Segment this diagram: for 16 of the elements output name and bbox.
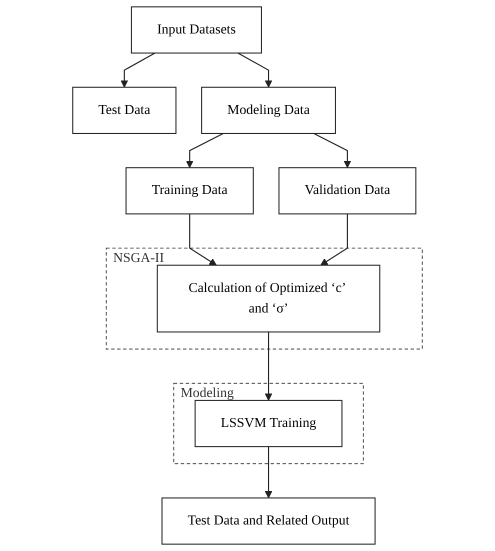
node-box: Modeling Data: [201, 86, 336, 134]
arrow: [314, 132, 352, 168]
node-box: Input Datasets: [130, 6, 262, 54]
arrow: [186, 132, 224, 168]
arrow: [189, 214, 217, 266]
node-box: Validation Data: [278, 167, 416, 214]
arrow: [264, 446, 272, 498]
node-box: Test Data: [72, 86, 176, 134]
node-box: Calculation of Optimized ‘c’ and ‘σ’: [156, 264, 380, 332]
arrow: [264, 332, 272, 401]
arrow: [238, 52, 272, 88]
node-box: Test Data and Related Output: [161, 497, 376, 545]
node-box: Training Data: [126, 167, 254, 214]
arrow: [320, 214, 348, 266]
arrow: [120, 52, 156, 88]
node-box: LSSVM Training: [194, 400, 342, 448]
